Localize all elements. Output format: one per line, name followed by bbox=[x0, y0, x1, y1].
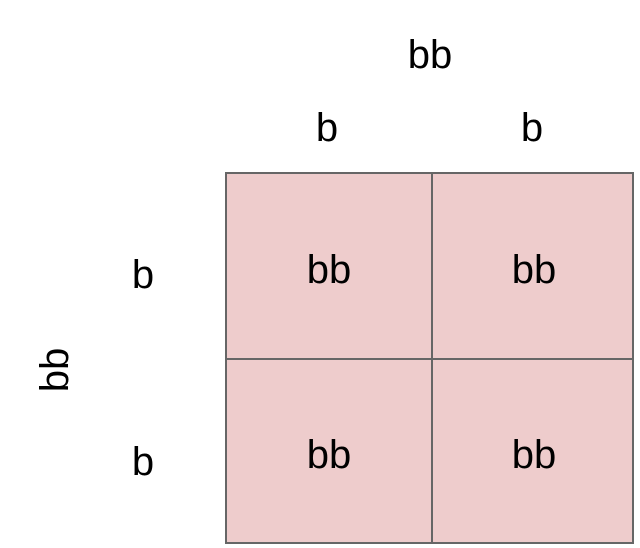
left-allele-2: b bbox=[131, 440, 155, 484]
cell-2-2: bb bbox=[511, 433, 557, 477]
cell-2-1: bb bbox=[306, 433, 352, 477]
grid-divider-horizontal bbox=[227, 358, 632, 360]
top-parent-genotype: bb bbox=[407, 33, 453, 77]
left-parent-genotype: bb bbox=[33, 347, 77, 393]
top-allele-1: b bbox=[315, 106, 339, 150]
left-allele-1: b bbox=[131, 253, 155, 297]
cell-1-2: bb bbox=[511, 248, 557, 292]
top-allele-2: b bbox=[520, 106, 544, 150]
cell-1-1: bb bbox=[306, 248, 352, 292]
punnett-square: bb bb bb bb bbox=[225, 172, 634, 544]
